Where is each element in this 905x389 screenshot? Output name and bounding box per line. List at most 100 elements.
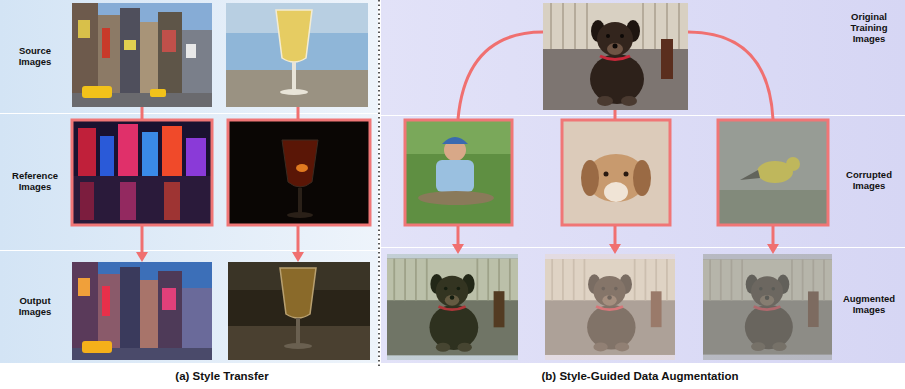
flow-arrow: [142, 107, 298, 253]
output-glass-photo: [296, 318, 300, 344]
reference-wine-photo: [228, 120, 370, 225]
reference-wine-photo: [287, 212, 313, 218]
output-glass-photo: [284, 343, 312, 349]
left-panel-ground: [0, 251, 378, 363]
reference-city-photo: [162, 126, 182, 176]
corrupted-fisherman-photo: [405, 120, 512, 225]
corrupted-beagle-photo: [562, 120, 670, 225]
reference-city-photo: [142, 132, 158, 176]
source-city-photo: [162, 30, 176, 52]
reference-city-photo: [186, 138, 206, 176]
right-panel-ground: [381, 0, 905, 115]
row-label: Reference Images: [6, 171, 64, 193]
flow-arrow: [297, 107, 300, 119]
flow-arrow: [458, 32, 543, 119]
row-band: Reference Images: [0, 113, 378, 250]
source-city-photo: [158, 12, 182, 93]
output-city-photo: [102, 286, 110, 316]
source-glass-photo: [276, 10, 312, 62]
corrupted-fisherman-photo: [405, 120, 512, 225]
arrow-head: [767, 244, 779, 254]
output-city-photo: [78, 278, 90, 296]
augmented-puppy-photo: [387, 254, 518, 360]
source-city-photo: [82, 86, 112, 98]
corrupted-beagle-photo: [624, 172, 629, 177]
source-glass-photo: [292, 62, 296, 90]
left-panel-ground: [0, 0, 378, 363]
reference-city-photo: [72, 120, 212, 225]
output-city-photo: [120, 267, 140, 348]
source-city-photo: [140, 22, 158, 93]
flow-arrow: [614, 226, 617, 245]
source-city-photo: [102, 28, 110, 58]
source-city-photo: [98, 15, 120, 93]
corrupted-bird-photo: [718, 120, 828, 225]
reference-city-photo: [120, 182, 136, 220]
left-panel-ground: [0, 0, 378, 113]
flow-arrow: [614, 110, 617, 119]
reference-city-photo: [78, 128, 96, 176]
row-label: Output Images: [6, 296, 64, 318]
flow-arrow: [458, 32, 773, 245]
reference-city-photo: [100, 136, 114, 176]
arrow-head: [136, 252, 148, 262]
corrupted-beagle-photo: [581, 160, 599, 196]
panel-caption: (a) Style Transfer: [175, 370, 268, 382]
corrupted-bird-photo: [718, 120, 828, 225]
divider: [378, 0, 380, 366]
source-city-photo: [182, 30, 212, 93]
right-panel-ground: [381, 116, 905, 247]
reference-wine-photo: [228, 120, 370, 225]
row-label: Corrupted Images: [836, 170, 902, 192]
source-city-photo: [120, 8, 140, 93]
output-city-photo: [158, 271, 182, 348]
corrupted-fisherman-photo: [405, 120, 512, 225]
corrupted-fisherman-photo: [418, 191, 494, 205]
source-city-photo: [150, 89, 166, 97]
reference-city-photo: [80, 182, 94, 220]
arrow-head: [292, 252, 304, 262]
output-city-photo: [182, 288, 212, 348]
row-label: Original Training Images: [836, 12, 902, 45]
flow-arrow: [457, 226, 460, 245]
source-city-photo: [72, 3, 212, 107]
reference-city-photo: [164, 182, 180, 220]
corrupted-beagle-photo: [633, 160, 651, 196]
reference-wine-photo: [298, 188, 302, 214]
corrupted-beagle-photo: [604, 182, 628, 202]
row-label: Augmented Images: [836, 294, 902, 316]
output-city-photo: [98, 274, 120, 348]
output-city-photo: [72, 262, 98, 348]
corrupted-bird-photo: [718, 120, 828, 225]
augmented-puppy-photo: [545, 254, 675, 360]
reference-wine-photo: [228, 120, 370, 225]
row-band: Original Training Images: [380, 0, 905, 115]
source-city-photo: [72, 3, 98, 93]
augmented-puppy-photo: [703, 254, 832, 360]
row-band: Augmented Images: [380, 247, 905, 363]
corrupted-beagle-photo: [562, 120, 670, 225]
arrow-head: [452, 244, 779, 254]
right-panel-ground: [381, 0, 905, 363]
corrupted-fisherman-photo: [442, 137, 468, 144]
flow-arrow: [141, 226, 144, 253]
corrupted-bird-photo: [718, 120, 828, 225]
corrupted-beagle-photo: [604, 172, 609, 177]
reference-wine-photo: [282, 140, 318, 187]
augmented-puppy-photo: [545, 254, 675, 360]
source-glass-photo: [280, 89, 308, 95]
reference-wine-photo: [296, 164, 308, 172]
panel-caption: (b) Style-Guided Data Augmentation: [542, 370, 739, 382]
output-city-photo: [162, 288, 176, 310]
output-city-photo: [82, 341, 112, 353]
reference-city-photo: [72, 120, 212, 225]
corrupted-beagle-photo: [562, 120, 670, 225]
row-band: Corrupted Images: [380, 115, 905, 247]
flow-arrow: [772, 226, 775, 245]
source-city-photo: [78, 20, 90, 38]
reference-city-photo: [72, 176, 212, 225]
output-glass-photo: [228, 262, 370, 360]
source-city-photo: [186, 44, 196, 58]
